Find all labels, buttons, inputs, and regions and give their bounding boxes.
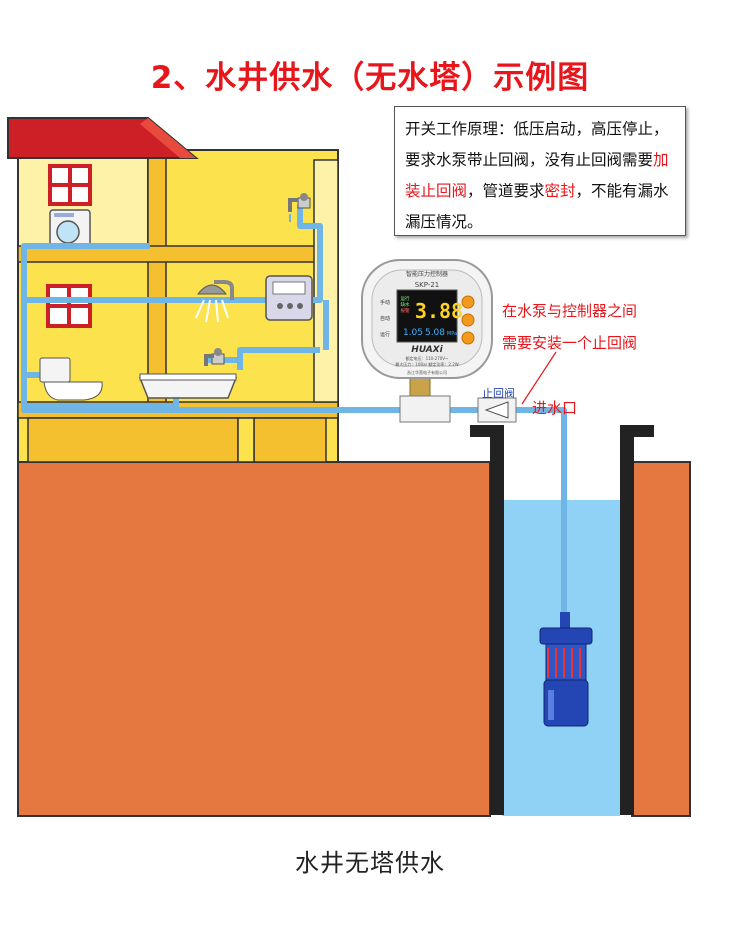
submersible-pump	[539, 612, 593, 727]
controller-mode-0: 手动	[380, 299, 390, 306]
page-title: 2、水井供水（无水塔）示例图	[150, 60, 590, 96]
working-principle-note: 开关工作原理：低压启动，高压停止，要求水泵带止回阀，没有止回阀需要加装止回阀，管…	[394, 106, 686, 236]
controller-status-0: 运行	[401, 295, 410, 302]
note-text-3: ，不能有漏水漏压情况。	[405, 182, 669, 231]
controller-spec-2: 最大压力：10Bar 额定功率：2.2W	[395, 361, 459, 367]
check-valve	[477, 397, 517, 423]
controller-mode-2: 运行	[380, 331, 390, 338]
note-text-2: ，管道要求	[467, 182, 545, 200]
controller-buttons	[461, 295, 475, 345]
note-highlight-seal: 密封	[544, 182, 576, 200]
controller-status-2: 报警	[401, 307, 410, 314]
check-valve-label: 止回阀	[482, 387, 515, 400]
controller-unit: MPa	[447, 331, 457, 337]
callout-line-2: 需要安装一个止回阀	[502, 334, 638, 352]
controller-status-1: 缺水	[401, 301, 410, 308]
controller-reading-top: 3.88	[415, 299, 463, 323]
ground	[17, 461, 691, 817]
washing-machine-icon	[49, 209, 91, 249]
controller-brand: HUAXi	[411, 345, 443, 355]
controller-reading-bottom: 1.05	[403, 328, 423, 338]
shower-icon	[195, 280, 234, 323]
water-heater-icon	[265, 275, 313, 321]
controller-reading-bottom2: 5.08	[425, 328, 445, 338]
controller-header: 智能压力控制器	[406, 270, 448, 278]
callout-arrow	[521, 351, 557, 405]
controller-model: SKP-21	[415, 281, 440, 289]
inlet-label: 进水口	[532, 399, 578, 417]
note-highlight-check-valve: 加装止回阀	[405, 151, 669, 200]
roof	[7, 117, 199, 159]
window-upper	[48, 164, 92, 206]
callout-line-1: 在水泵与控制器之间	[502, 302, 638, 320]
pressure-controller	[361, 259, 493, 423]
diagram-caption: 水井无塔供水	[295, 849, 445, 877]
note-text-1: 开关工作原理：低压启动，高压停止，要求水泵带止回阀，没有止回阀需要	[405, 120, 669, 169]
toilet-icon	[39, 357, 103, 401]
controller-maker: 浙江华茜电子有限公司	[407, 369, 447, 375]
window-lower	[46, 284, 92, 328]
controller-mode-1: 自动	[380, 315, 390, 322]
controller-spec-1: 额定电压：110-270V~	[406, 355, 449, 361]
faucet-upper-icon	[288, 193, 311, 222]
bathtub-icon	[138, 373, 238, 399]
faucet-lower-icon	[204, 348, 225, 366]
